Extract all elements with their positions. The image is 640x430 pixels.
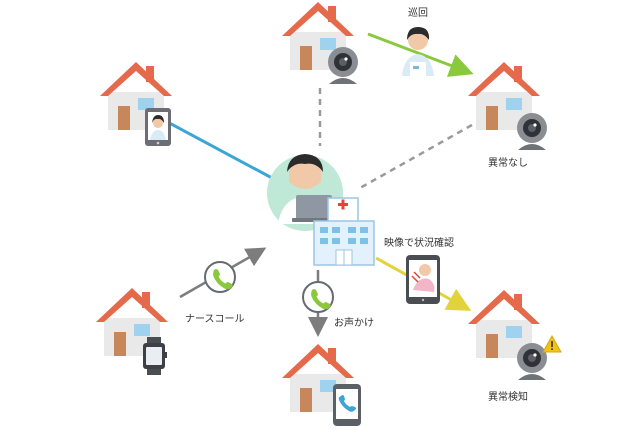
camera-icon — [517, 113, 547, 150]
house-icon — [100, 62, 172, 130]
nurse-icon — [402, 27, 434, 76]
voice-call-label: お声かけ — [334, 318, 374, 329]
nurse-call-label: ナースコール — [185, 314, 245, 325]
camera-link-right — [359, 123, 473, 190]
no-abnormality-label: 異常なし — [488, 158, 528, 169]
smartwatch-icon — [143, 337, 167, 375]
warning-icon — [542, 334, 562, 353]
smartphone-icon — [333, 384, 361, 426]
video-check-smartphone-icon — [406, 255, 440, 304]
patrol-arrow — [367, 32, 474, 77]
video-check-label: 映像で状況確認 — [384, 238, 454, 249]
camera-icon — [517, 343, 547, 380]
hospital-icon — [313, 197, 375, 266]
camera-icon — [328, 47, 358, 84]
patrol-label: 巡回 — [408, 8, 428, 19]
phone-call-icon — [204, 261, 236, 293]
anomaly-detected-label: 異常検知 — [488, 392, 528, 403]
phone-call-icon — [302, 281, 334, 313]
monitoring-center-doctor-icon — [267, 154, 343, 231]
tablet-video-icon — [145, 108, 171, 146]
nurse-call-line-to-room — [159, 116, 273, 180]
